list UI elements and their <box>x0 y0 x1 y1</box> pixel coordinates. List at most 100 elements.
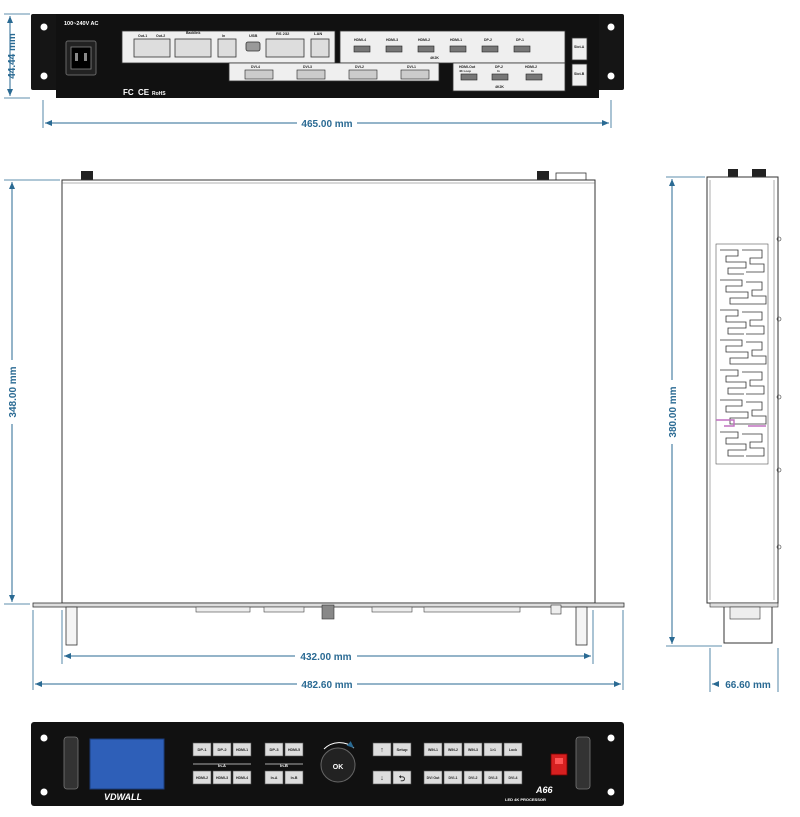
model-label: A66 <box>535 785 554 795</box>
back-button[interactable] <box>392 770 412 785</box>
group-a-label: In-A <box>218 763 226 768</box>
model-subtitle: LED 4K PROCESSOR <box>505 797 546 802</box>
btn-win2[interactable]: WIN-2 <box>448 748 458 752</box>
hdmi2-label: HDMI-2 <box>418 38 430 42</box>
up-button[interactable] <box>372 742 392 757</box>
dvi-card-panel <box>228 62 440 82</box>
backlink-label: Backlink <box>186 31 200 35</box>
power-label: 100~240V AC <box>64 21 99 27</box>
slot-a-label: Slot-A <box>574 45 585 49</box>
front-handle-left <box>63 736 79 790</box>
bottom-group-label: 4K2K <box>495 85 504 89</box>
group-b-label: In-B <box>280 763 288 768</box>
mount-hole <box>607 23 615 31</box>
side-chassis-outline <box>706 176 779 604</box>
hdmi2-in-sub: In <box>531 69 534 73</box>
ok-knob[interactable] <box>320 747 356 783</box>
rohs-mark: RoHS <box>152 91 166 97</box>
setup-button[interactable] <box>392 742 412 757</box>
btn-dvi1[interactable]: DVI-1 <box>449 776 458 780</box>
hdmi2-in-label: HDMI-2 <box>525 65 537 69</box>
dvi2-label: DVI-2 <box>355 65 364 69</box>
top-chassis-outline <box>61 179 596 604</box>
top-outer-width-dimension: 482.60 mm <box>301 680 352 691</box>
top-inner-width-dimension: 432.00 mm <box>300 652 351 663</box>
hdmi1-label: HDMI-1 <box>450 38 462 42</box>
btn-in-a[interactable]: In-A <box>271 776 278 780</box>
ethernet-ports <box>133 38 330 58</box>
front-panel-view: VDWALL DP-1 DP-2 HDMI-1 HDMI-2 HDMI-3 HD… <box>31 722 624 806</box>
btn-win1[interactable]: WIN-1 <box>428 748 438 752</box>
btn-dvi4[interactable]: DVI-4 <box>509 776 518 780</box>
hdmi-out-label: HDMI-Out <box>459 65 476 69</box>
dp2-label: DP-2 <box>484 38 492 42</box>
fcc-mark: FC <box>123 88 134 97</box>
btn-1to1[interactable]: 1>1 <box>490 748 496 752</box>
eth-in-label: In <box>222 34 225 38</box>
side-view: 380.00 mm 66.60 mm <box>664 169 782 692</box>
top-view: 348.00 mm 432.00 mm 482.60 mm <box>4 171 625 691</box>
btn-win3[interactable]: WIN-3 <box>468 748 478 752</box>
back-arrow-icon: ⮌ <box>399 774 406 783</box>
slot-b-tab <box>571 63 588 87</box>
eth-label-out1: Out-1 <box>138 34 147 38</box>
right-rack-ear <box>597 14 624 90</box>
mount-hole <box>40 72 48 80</box>
front-handle-right <box>575 736 591 790</box>
btn-hdmi2[interactable]: HDMI-2 <box>196 776 208 780</box>
input-group-a <box>192 742 252 785</box>
btn-in-b[interactable]: In-B <box>291 776 298 780</box>
btn-hdmi5[interactable]: HDMI-5 <box>288 748 300 752</box>
hdmi-port-row <box>353 45 531 53</box>
dvi3-label: DVI-3 <box>303 65 312 69</box>
window-buttons <box>423 742 523 785</box>
btn-dp1[interactable]: DP-1 <box>197 747 207 752</box>
dp2-in-sub: In <box>497 69 500 73</box>
lcd-screen <box>89 738 165 790</box>
btn-hdmi1[interactable]: HDMI-1 <box>236 748 248 752</box>
btn-dp3[interactable]: DP-3 <box>269 747 279 752</box>
btn-dvi2[interactable]: DVI-2 <box>469 776 478 780</box>
vent-highlight <box>716 419 766 427</box>
ce-mark: CE <box>138 88 150 97</box>
eth-label-out2: Out-2 <box>156 34 165 38</box>
up-arrow-icon: ↑ <box>380 747 384 754</box>
rear-panel-view: 100~240V AC FC CE RoHS Out-1 Out-2 Backl… <box>4 13 624 130</box>
knob-label: OK <box>333 764 344 771</box>
front-button-profiles <box>195 604 562 620</box>
left-rack-ear <box>31 14 58 90</box>
power-switch[interactable] <box>550 753 568 776</box>
loop-label: 4K Loop <box>459 69 471 73</box>
btn-hdmi4[interactable]: HDMI-4 <box>236 776 248 780</box>
setup-label: Setup <box>396 747 408 752</box>
side-height-dimension: 66.60 mm <box>725 680 771 691</box>
side-depth-dimension: 380.00 mm <box>668 386 679 437</box>
input-group-b <box>264 742 304 785</box>
usb-port <box>245 41 261 52</box>
rs232-label: RS 232 <box>276 31 290 36</box>
top-depth-dimension: 348.00 mm <box>8 366 19 417</box>
dp2-in-label: DP-2 <box>495 65 503 69</box>
btn-dp2[interactable]: DP-2 <box>217 747 227 752</box>
btn-hdmi3[interactable]: HDMI-3 <box>216 776 228 780</box>
mount-hole <box>607 72 615 80</box>
handle-right <box>575 606 588 646</box>
hdmi3-label: HDMI-3 <box>386 38 398 42</box>
btn-dvi3[interactable]: DVI-3 <box>489 776 498 780</box>
down-button[interactable] <box>372 770 392 785</box>
dvi4-label: DVI-4 <box>251 65 260 69</box>
down-arrow-icon: ↓ <box>380 775 384 782</box>
slot-b-label: Slot-B <box>574 72 585 76</box>
rear-width-dimension: 465.00 mm <box>301 119 352 130</box>
btn-lock[interactable]: Lock <box>509 748 517 752</box>
handle-left <box>65 606 78 646</box>
mount-hole <box>40 23 48 31</box>
top-foot <box>81 171 93 180</box>
top-foot <box>537 171 549 180</box>
side-vent-grille <box>715 243 769 465</box>
btn-dvi-out[interactable]: DVI Out <box>427 776 441 780</box>
power-socket-inner <box>70 46 92 70</box>
brand-logo: VDWALL <box>104 792 142 802</box>
rear-height-dimension: 44.44 mm <box>7 33 18 79</box>
